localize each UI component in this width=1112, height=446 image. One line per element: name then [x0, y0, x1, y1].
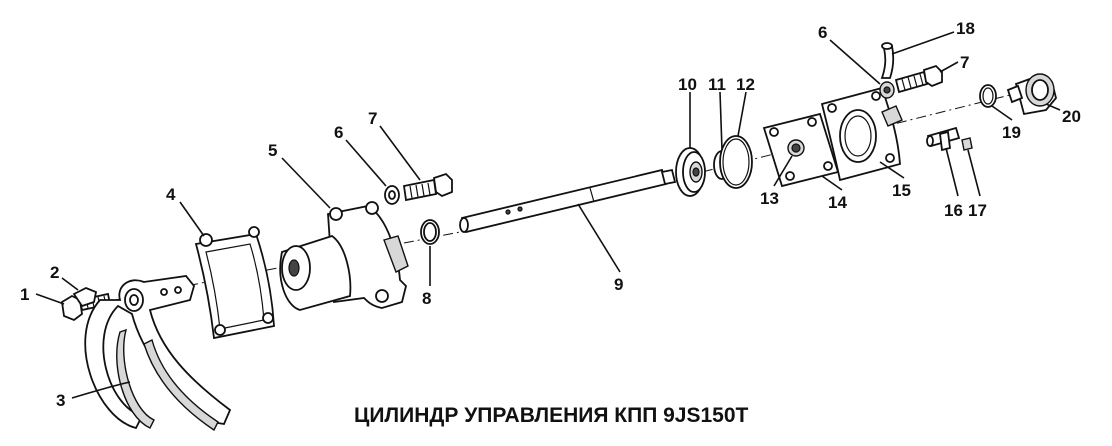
part-5-cylinder-housing [279, 201, 409, 311]
part-8-o-ring [420, 219, 440, 245]
part-2-bolt [72, 287, 98, 308]
callout-8: 8 [422, 289, 431, 308]
part-18-tube [880, 42, 895, 79]
callout-6-right: 6 [818, 23, 827, 42]
callout-14: 14 [828, 193, 847, 212]
callout-5: 5 [268, 141, 277, 160]
part-7-bolt-left [402, 172, 453, 202]
callout-7-right: 7 [960, 53, 969, 72]
part-10-piston [675, 147, 706, 197]
part-19-o-ring [979, 84, 997, 108]
part-12-o-ring [719, 135, 753, 189]
callout-labels: 1 2 3 4 5 6 7 8 9 10 11 12 13 14 15 6 18… [20, 19, 1081, 410]
callout-13: 13 [760, 189, 779, 208]
callout-16: 16 [944, 201, 963, 220]
part-17-plug [961, 137, 973, 151]
part-4-gasket [194, 226, 275, 340]
part-15-end-housing [820, 86, 903, 182]
callout-17: 17 [968, 201, 987, 220]
callout-6-left: 6 [334, 123, 343, 142]
callout-1: 1 [20, 285, 29, 304]
callout-2: 2 [50, 263, 59, 282]
part-6-washer-left [384, 185, 400, 205]
part-9-shaft [459, 168, 677, 234]
callout-9: 9 [614, 275, 623, 294]
leader-lines [35, 31, 1061, 399]
callout-10: 10 [678, 75, 697, 94]
callout-19: 19 [1002, 123, 1021, 142]
callout-4: 4 [166, 185, 176, 204]
part-6-washer-right [879, 81, 895, 99]
part-16-t-fitting [926, 126, 961, 152]
callout-12: 12 [736, 75, 755, 94]
callout-15: 15 [892, 181, 911, 200]
callout-11: 11 [708, 75, 726, 94]
diagram-title: ЦИЛИНДР УПРАВЛЕНИЯ КПП 9JS150T [354, 404, 749, 427]
callout-20: 20 [1062, 107, 1081, 126]
callout-3: 3 [56, 391, 65, 410]
callout-7-left: 7 [368, 109, 377, 128]
part-3-fork [84, 275, 232, 432]
part-7-bolt-right [894, 64, 943, 94]
part-13-nut [787, 139, 805, 157]
part-20-fitting [1006, 73, 1057, 116]
callout-18: 18 [956, 19, 975, 38]
